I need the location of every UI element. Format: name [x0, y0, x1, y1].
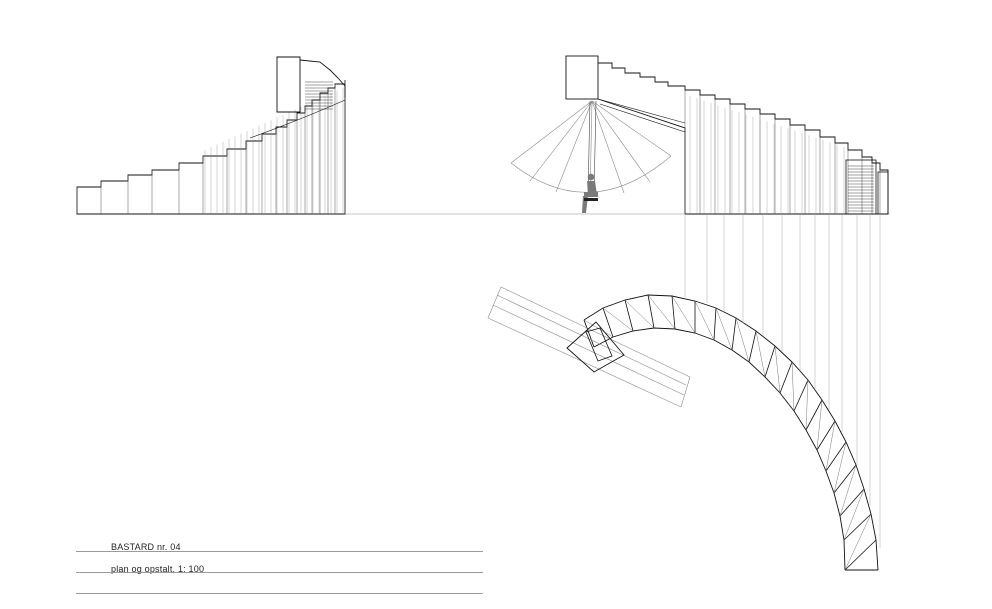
plan-segment-diagonal-3 [624, 299, 655, 329]
projection-lines [684, 214, 881, 548]
plan-segment-divider-7 [731, 317, 737, 351]
plan-segment-divider-17 [843, 513, 872, 541]
plan-segment-divider-14 [825, 441, 847, 472]
plan-segment-divider-11 [793, 379, 809, 412]
left-elevation [76, 56, 346, 215]
left-tower-top [276, 56, 301, 113]
plan-segment-diagonal-2 [602, 307, 634, 332]
plan-segment-divider-9 [764, 345, 776, 378]
right-brace [597, 98, 686, 124]
drawing-title: BASTARD nr. 04 [111, 542, 181, 552]
title-rule-3 [76, 593, 483, 594]
plan-segment-divider-6 [713, 307, 717, 341]
plan-segment-diagonal-13 [816, 399, 823, 451]
left-curve-edge [249, 99, 346, 139]
plan-segment-diagonal-17 [843, 488, 865, 541]
plan-segment-diagonal-14 [825, 420, 836, 472]
left-tower-stepped-edge [299, 59, 346, 98]
plan-segment-diagonal-12 [805, 379, 809, 431]
plan-segment-divider-10 [779, 361, 793, 394]
plan-segment-divider-13 [816, 420, 836, 451]
plan-segment-divider-8 [748, 330, 757, 363]
plan-segment-diagonal-11 [791, 361, 795, 412]
plan-segment-divider-4 [671, 295, 676, 330]
plan-view [583, 294, 879, 571]
plan-segment-diagonal-7 [715, 307, 733, 351]
plan-segment-diagonal-15 [833, 441, 847, 494]
drawing-subtitle: plan og opstalt, 1: 100 [111, 564, 205, 574]
plan-segment-diagonal-4 [647, 294, 676, 330]
plan-segment-diagonal-8 [735, 317, 750, 363]
title-rule-2 [76, 572, 483, 573]
plan-segment-divider-15 [833, 464, 857, 494]
plan-segment-divider-12 [805, 399, 823, 431]
right-brace-lower [599, 103, 686, 133]
plan-segment-divider-16 [839, 488, 865, 517]
title-rule-1 [76, 551, 483, 552]
plan-segment-diagonal-18 [844, 513, 872, 571]
right-top-box [565, 55, 599, 100]
plan-segment-divider-2 [624, 299, 634, 332]
plan-start-edge [583, 319, 595, 348]
plan-inner-edge [593, 327, 846, 571]
right-elevation-stepped-roof [598, 62, 889, 214]
plan-segment-diagonal-6 [694, 300, 715, 341]
plan-segment-diagonal-16 [839, 464, 857, 517]
right-stair-block [845, 159, 877, 215]
plan-segment-divider-18 [844, 539, 877, 571]
right-end-post [877, 171, 889, 215]
plan-beam [487, 286, 691, 408]
right-elevation [565, 55, 889, 215]
plan-outer-edge [583, 294, 879, 571]
plan-segment-diagonal-5 [671, 295, 696, 334]
plan-segment-divider-1 [602, 307, 614, 338]
plan-segment-diagonal-9 [755, 330, 766, 378]
person-figure [582, 173, 598, 213]
plan-segment-diagonal-10 [774, 345, 781, 394]
plan-segment-divider-3 [647, 294, 655, 329]
